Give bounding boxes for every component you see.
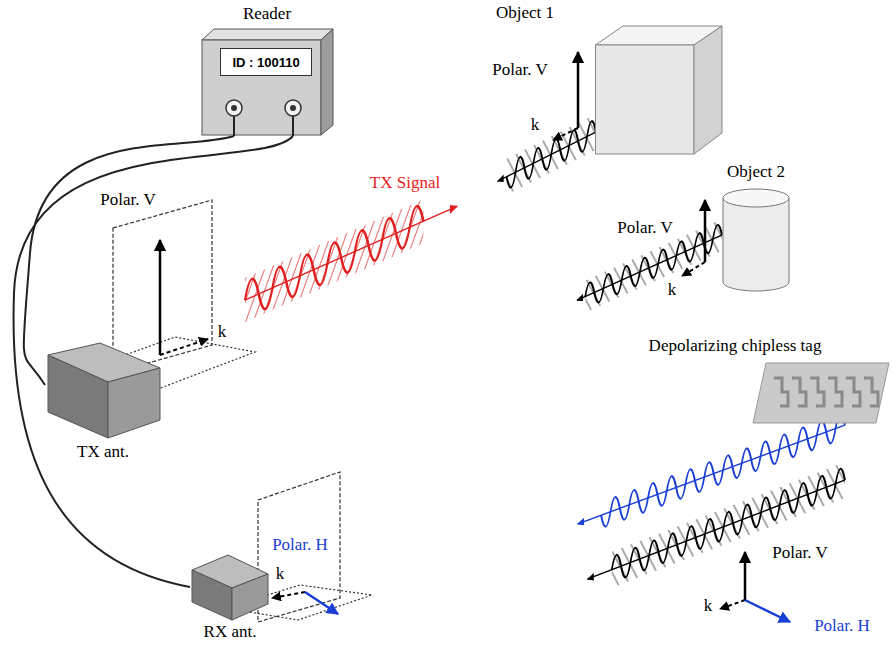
- object1-reflection-part: [498, 114, 596, 199]
- shape-part: [290, 105, 296, 111]
- tx-wave-part: [245, 203, 423, 318]
- shape-part: [231, 105, 237, 111]
- polarization-label: Polar. V: [617, 219, 672, 237]
- shape-part: [321, 29, 333, 135]
- shape-part: [810, 378, 824, 406]
- shape-part: [292, 116, 294, 136]
- object1-reflection-part-part: [507, 114, 596, 195]
- shape-part: [596, 45, 695, 154]
- rx-polarization-planes-part: [305, 592, 338, 614]
- shape-part: [864, 378, 878, 406]
- node-label: Depolarizing chipless tag: [649, 337, 822, 355]
- shape-part: [694, 26, 722, 154]
- object1-reflection-part: [577, 52, 580, 128]
- tag-reflection-part: [744, 552, 747, 600]
- object-box: Object 1: [595, 25, 723, 155]
- node-label: Object 2: [727, 163, 785, 181]
- shape-part: [202, 29, 333, 40]
- tag-reflection-part-part: [587, 480, 845, 579]
- tx-polarization-planes-part: [160, 339, 208, 355]
- shape-part: [202, 40, 321, 135]
- shape-part: [846, 378, 860, 406]
- wave-vector-label: k: [668, 281, 677, 299]
- tag-reflection-part-part: [578, 425, 845, 524]
- object2-reflection: [577, 200, 722, 316]
- id-display: ID : 100110: [220, 48, 312, 76]
- shape-part: [723, 189, 789, 207]
- wave-vector-label: k: [531, 116, 540, 134]
- tag-reflection-part: [720, 600, 745, 609]
- node-label: Reader: [243, 5, 291, 23]
- shape-part: [192, 570, 232, 620]
- object1-reflection-part-part: [507, 119, 596, 190]
- reader-unit-outline: [200, 28, 335, 136]
- object1-reflection-part-part: [498, 132, 596, 181]
- shape-part: [753, 363, 889, 423]
- tx-polarization-planes-part: [113, 200, 212, 373]
- shape-part: [285, 100, 301, 116]
- rx-antenna-outline: [190, 552, 270, 622]
- shape-part: [828, 378, 842, 406]
- object-cylinder: Object 2: [722, 188, 790, 292]
- polarization-label: Polar. H: [272, 536, 328, 554]
- object-cylinder-outline: [722, 188, 790, 292]
- reader-cable: [24, 136, 234, 385]
- node-label: RX ant.: [204, 623, 257, 641]
- node-label: TX ant.: [77, 443, 129, 461]
- chipless-tag: Depolarizing chipless tag: [752, 362, 890, 424]
- object2-reflection-part: [577, 219, 722, 316]
- shape-part: [723, 198, 789, 291]
- shape-part: [792, 378, 806, 406]
- shape-part: [774, 378, 788, 406]
- polarization-label: Polar. V: [492, 61, 547, 79]
- tx-polarization-planes-part: [159, 240, 162, 355]
- tx-wave-part: [245, 206, 457, 300]
- reader-cable: [14, 136, 293, 587]
- rx-polarization-planes-part: [272, 592, 305, 598]
- wave-vector-label: k: [218, 323, 227, 341]
- shape-part: [48, 355, 108, 438]
- signal-label: TX Signal: [370, 174, 440, 192]
- shape-part: [233, 116, 235, 136]
- tag-reflection-part-part: [601, 412, 845, 528]
- polarization-label: Polar. V: [100, 191, 155, 209]
- polarization-label: Polar. H: [814, 617, 870, 635]
- chipless-tag-outline: [752, 362, 890, 424]
- polarization-label: Polar. V: [772, 544, 827, 562]
- node-label: Object 1: [496, 4, 554, 22]
- tag-reflection-part: [745, 600, 790, 622]
- tag-reflection-part-part: [612, 467, 845, 583]
- id-readout: ID : 100110: [232, 55, 299, 70]
- rx-polarization-planes: [225, 472, 372, 622]
- tx-antenna: TX ant.: [45, 340, 162, 440]
- shape-part: [108, 368, 160, 438]
- shape-part: [232, 574, 268, 620]
- wave-vector-label: k: [276, 565, 285, 583]
- tx-wave: [245, 184, 457, 322]
- shape-part: [226, 100, 242, 116]
- tag-reflection: [578, 412, 845, 622]
- tx-antenna-outline: [45, 340, 162, 440]
- reader-unit: ReaderID : 100110: [200, 28, 335, 136]
- wave-vector-label: k: [704, 597, 713, 615]
- object-box-outline: [595, 25, 723, 155]
- rx-polarization-planes-part: [258, 472, 340, 622]
- tag-reflection-part: [578, 412, 845, 537]
- rx-antenna: RX ant.: [190, 552, 270, 622]
